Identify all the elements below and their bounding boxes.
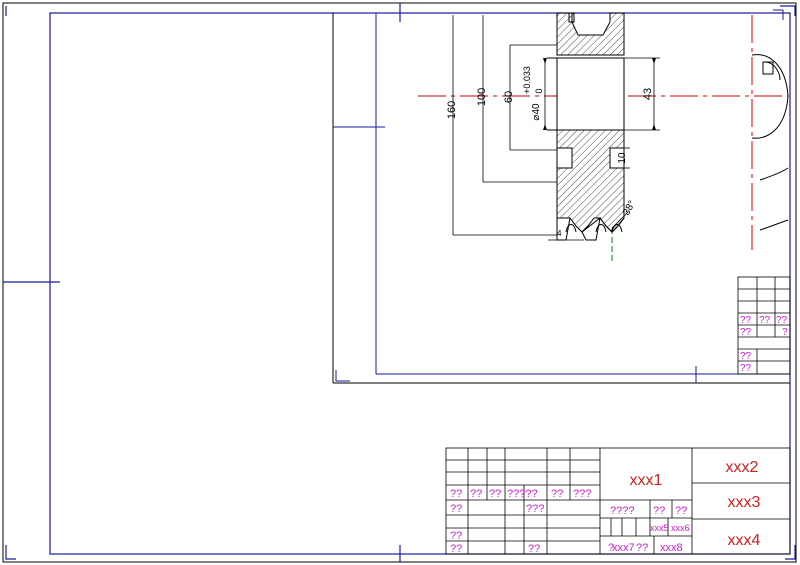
subsheet-frame bbox=[332, 9, 790, 384]
title-row4-c1: ?? bbox=[450, 530, 462, 542]
drawing-frame bbox=[3, 3, 796, 562]
dim-bore: ⌀40 bbox=[531, 103, 542, 121]
title-row-c3: ?? bbox=[489, 488, 501, 500]
detail-cell-7: ?? bbox=[740, 363, 752, 374]
title-xxx7: xxx7 bbox=[612, 542, 635, 554]
title-row2-c1: ?? bbox=[450, 503, 462, 515]
title-q8a: ? bbox=[608, 542, 614, 554]
detail-cell-2: ?? bbox=[759, 315, 771, 326]
title-row-c5: ?? bbox=[551, 488, 563, 500]
title-block-texts: xxx1 xxx2 xxx3 xxx4 xxx5 xxx6 xxx7 xxx8 … bbox=[450, 459, 761, 555]
partial-side-view bbox=[751, 54, 789, 231]
title-row-c6: ??? bbox=[573, 488, 591, 500]
title-xxx1: xxx1 bbox=[630, 472, 663, 489]
title-block bbox=[445, 447, 791, 555]
title-q4: ???? bbox=[610, 505, 634, 517]
title-row-c4: ????? bbox=[507, 488, 538, 500]
lower-hub-section bbox=[556, 129, 625, 233]
dim-tol-lower: 0 bbox=[534, 88, 544, 93]
dim-10: 10 bbox=[617, 152, 628, 164]
pulley-section bbox=[547, 12, 625, 241]
title-xxx2: xxx2 bbox=[726, 459, 759, 476]
detail-table-texts: ?? ?? ?? ?? ? ?? ?? bbox=[740, 315, 788, 374]
title-q2-mid1: ?? bbox=[653, 505, 665, 517]
dim-160: 160 bbox=[446, 101, 458, 119]
detail-cell-4: ?? bbox=[740, 327, 752, 338]
detail-cell-1: ?? bbox=[740, 315, 752, 326]
title-row5-c4: ?? bbox=[528, 543, 540, 555]
title-xxx4: xxx4 bbox=[728, 532, 761, 549]
bore bbox=[556, 57, 625, 131]
dim-43: 43 bbox=[642, 88, 654, 100]
title-row-c2: ?? bbox=[470, 488, 482, 500]
title-row2-c4: ??? bbox=[526, 503, 544, 515]
title-xxx5: xxx5 bbox=[650, 523, 669, 533]
dim-60: 60 bbox=[503, 91, 515, 103]
detail-cell-5: ? bbox=[782, 327, 788, 338]
dimension-arrows bbox=[543, 58, 656, 130]
title-q7a: ?? bbox=[636, 542, 648, 554]
detail-cell-6: ?? bbox=[740, 351, 752, 362]
dimension-texts: 160 100 60 ⌀40 +0.033 0 43 10 4 38° bbox=[446, 66, 654, 238]
title-xxx6: xxx6 bbox=[671, 523, 690, 533]
dimension-lines bbox=[452, 15, 660, 241]
dim-100: 100 bbox=[476, 88, 488, 106]
title-q2-mid2: ?? bbox=[675, 505, 687, 517]
title-xxx3: xxx3 bbox=[728, 494, 761, 511]
dim-4: 4 bbox=[557, 229, 562, 238]
title-row-c1: ?? bbox=[450, 488, 462, 500]
detail-cell-3: ?? bbox=[776, 315, 788, 326]
detail-table bbox=[737, 276, 791, 375]
dim-tol-upper: +0.033 bbox=[522, 66, 532, 94]
title-xxx8: xxx8 bbox=[660, 542, 683, 554]
title-row5-c1: ?? bbox=[450, 543, 462, 555]
